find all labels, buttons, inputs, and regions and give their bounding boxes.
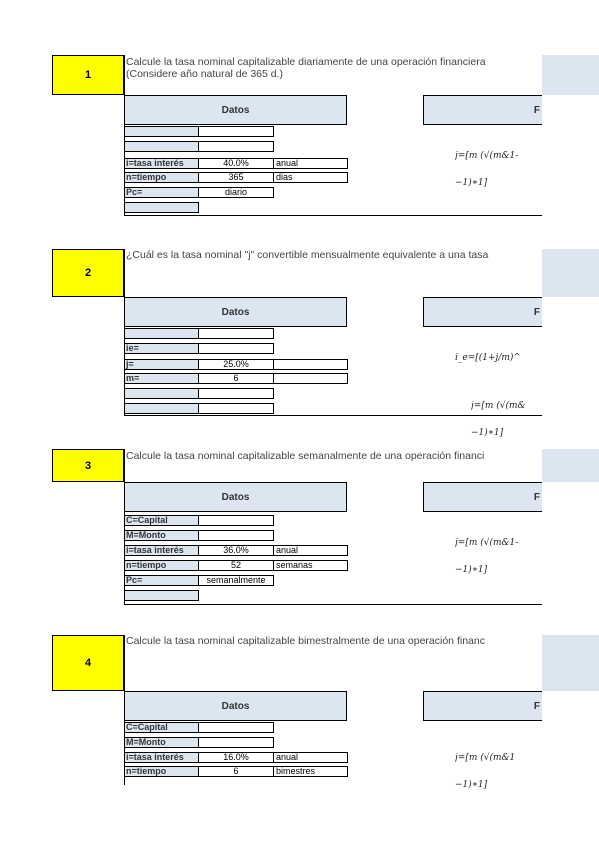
row-unit-text: anual: [276, 158, 299, 168]
row-label-text: i=tasa interés: [126, 158, 184, 168]
row-value[interactable]: 365: [199, 172, 274, 183]
row-label[interactable]: Pc=: [124, 187, 199, 198]
right-band: [542, 55, 599, 95]
row-label-text: Pc=: [126, 187, 143, 197]
exercise-number-1[interactable]: 1: [52, 55, 124, 95]
row-label[interactable]: n=tiempo: [124, 172, 199, 183]
datos-header[interactable]: Datos: [124, 95, 347, 125]
question-line: (Considere año natural de 365 d.): [126, 68, 284, 80]
row-value[interactable]: 40.0%: [199, 158, 274, 169]
formula-line: j=[m (√(m&1-: [455, 151, 519, 161]
row-label[interactable]: i=tasa interés: [124, 158, 199, 169]
row-label[interactable]: [124, 141, 199, 152]
block-bottom-border: [124, 215, 542, 216]
row-value-text: diario: [224, 187, 247, 197]
question-line: Calcule la tasa nominal capitalizable di…: [126, 56, 486, 68]
row-value[interactable]: diario: [199, 187, 274, 198]
row-value[interactable]: [199, 126, 274, 137]
row-label[interactable]: [124, 202, 199, 213]
exercise-number-text: 1: [84, 69, 92, 81]
row-unit[interactable]: anual: [274, 158, 348, 169]
row-unit[interactable]: dias: [274, 172, 348, 183]
row-label[interactable]: [124, 126, 199, 137]
result-header[interactable]: F: [423, 95, 542, 125]
row-label-text: n=tiempo: [126, 172, 167, 182]
result-label: F: [533, 104, 540, 116]
row-unit-text: dias: [276, 172, 293, 182]
row-value-text: 40.0%: [223, 158, 249, 168]
question-text[interactable]: Calcule la tasa nominal capitalizable di…: [124, 56, 542, 80]
row-value[interactable]: [199, 141, 274, 152]
datos-label: Datos: [221, 104, 250, 116]
formula: j=[m (√(m&1- −1)∗1]: [455, 134, 542, 206]
row-value-text: 365: [228, 172, 244, 182]
formula-line: −1)∗1]: [455, 178, 488, 188]
